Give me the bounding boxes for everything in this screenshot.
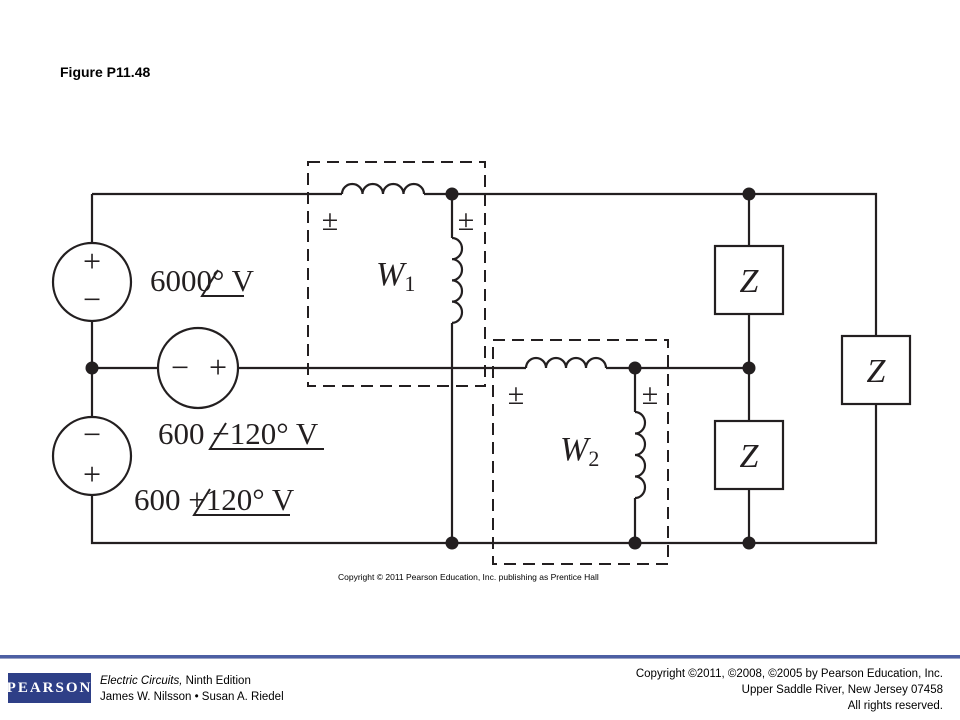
image-copyright: Copyright © 2011 Pearson Education, Inc.…: [338, 572, 599, 582]
circuit-diagram: + − − + − + 6000° V 600 −120° V 600 +120…: [51, 161, 912, 565]
source-top-plus: +: [83, 243, 101, 279]
source-bottom-minus: −: [83, 416, 101, 452]
w2-polarity-current: ±: [508, 378, 524, 411]
w2-label: W2: [560, 431, 599, 471]
angle-symbol: [200, 269, 244, 297]
source-middle: [156, 326, 240, 410]
node-dot: [742, 536, 756, 550]
source-middle-plus: +: [209, 349, 227, 385]
copyright-line-3: All rights reserved.: [847, 700, 943, 712]
w1-current-coil: [340, 182, 426, 195]
book-authors: James W. Nilsson • Susan A. Riedel: [100, 691, 284, 703]
source-middle-label: 600 −120° V: [158, 416, 319, 451]
impedance-top: [713, 244, 785, 316]
impedance-bottom-label: Z: [740, 438, 760, 475]
w2-voltage-coil: [634, 410, 647, 500]
source-top: [51, 241, 133, 323]
impedance-top-label: Z: [740, 263, 760, 300]
w2-wattmeter-box: [492, 339, 669, 565]
book-edition: Ninth Edition: [182, 675, 251, 687]
publisher-logo-text: PEARSON: [6, 679, 93, 696]
copyright-line-1: Copyright ©2011, ©2008, ©2005 by Pearson…: [635, 668, 943, 680]
publisher-logo: PEARSON: [6, 673, 93, 703]
node-dot: [445, 187, 459, 201]
impedance-right-label: Z: [867, 353, 887, 390]
book-title: Electric Circuits,: [100, 675, 183, 687]
node-dot: [742, 361, 756, 375]
w1-polarity-voltage: ±: [458, 204, 474, 237]
book-info: Electric Circuits, Ninth Edition James W…: [100, 673, 284, 705]
angle-symbol: [192, 488, 290, 516]
source-top-minus: −: [83, 281, 101, 317]
node-dot: [85, 361, 99, 375]
node-dot: [445, 536, 459, 550]
w1-voltage-coil: [451, 236, 464, 324]
w1-polarity-current: ±: [322, 204, 338, 237]
w2-current-coil: [524, 356, 608, 369]
copyright-line-2: Upper Saddle River, New Jersey 07458: [741, 684, 943, 696]
node-dot: [628, 536, 642, 550]
footer-divider-shadow: [0, 658, 960, 659]
w1-wattmeter-box: [307, 161, 486, 387]
angle-symbol: [208, 422, 324, 450]
figure-title: Figure P11.48: [60, 64, 151, 80]
book-title-line: Electric Circuits, Ninth Edition: [100, 673, 284, 689]
source-bottom-plus: +: [83, 456, 101, 492]
impedance-right: [840, 334, 912, 406]
source-middle-minus: −: [171, 349, 189, 385]
source-bottom-label: 600 +120° V: [134, 482, 295, 517]
wire-top: [92, 192, 878, 336]
w2-polarity-voltage: ±: [642, 378, 658, 411]
w1-label: W1: [376, 256, 415, 296]
impedance-bottom: [713, 419, 785, 491]
node-dot: [742, 187, 756, 201]
footer-divider: [0, 655, 960, 658]
source-bottom: [51, 415, 133, 497]
copyright-block: Copyright ©2011, ©2008, ©2005 by Pearson…: [636, 666, 943, 714]
source-top-label: 6000° V: [150, 263, 255, 298]
node-dot: [628, 361, 642, 375]
